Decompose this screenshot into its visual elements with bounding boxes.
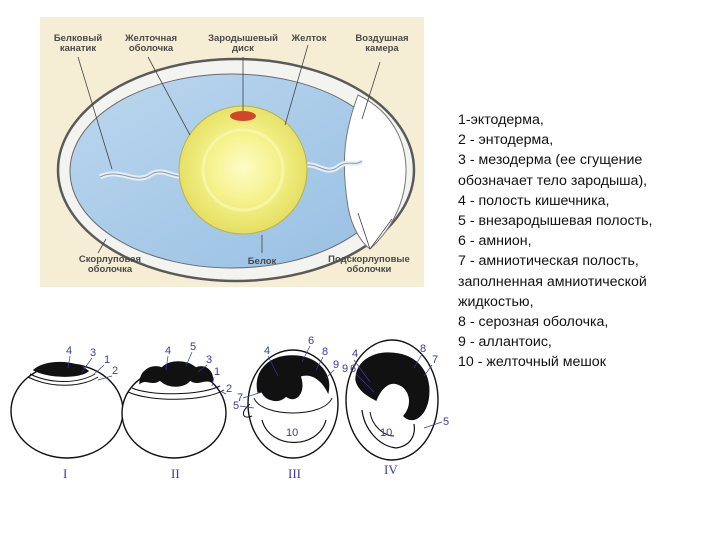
stage-2-label: 3 (206, 354, 212, 366)
stage-2-label: 4 (165, 345, 171, 357)
legend-line: 5 - внезародышевая полость, (458, 213, 653, 230)
stage-4 (345, 339, 439, 461)
stage-2-label: 5 (190, 341, 196, 353)
stage-2-label: 1 (214, 366, 220, 378)
stage-3-label: 7 (237, 392, 243, 404)
stage-3-numeral: III (288, 466, 301, 481)
stage-4-label: 7 (432, 354, 438, 366)
embryo-stages: 4 3 1 2 4 5 3 1 2 6 4 8 9 7 5 10 4 9 6 8… (10, 335, 449, 481)
stage-4-label: 4 (352, 348, 358, 360)
stage-1-label: 3 (90, 347, 96, 359)
stage-2-numeral: II (171, 466, 180, 481)
stage-2 (121, 361, 227, 459)
label-yolk: Желток (291, 33, 327, 44)
stage-4-numeral: IV (384, 462, 398, 477)
stage-1-label: 2 (112, 365, 118, 377)
legend-line: 6 - амнион, (458, 233, 532, 250)
stage-3-label: 8 (322, 346, 328, 358)
stage-4-label: 10 (380, 427, 392, 439)
stage-3-label: 6 (308, 335, 314, 347)
label-albumen: Белок (247, 256, 277, 267)
legend-line: 4 - полость кишечника, (458, 192, 610, 209)
pointer-lines (77, 44, 393, 254)
legend-line: обозначает тело зародыша), (458, 172, 648, 189)
stage-pointer-lines (67, 345, 443, 429)
egg-illustration (56, 44, 416, 283)
legend-line: 8 - серозная оболочка, (458, 314, 609, 331)
stage-1-label: 1 (104, 354, 110, 366)
stage-3-label: 5 (233, 400, 239, 412)
legend: 1-эктодерма, 2 - энтодерма, 3 - мезодерм… (458, 110, 716, 373)
legend-line: 3 - мезодерма (ее сгущение (458, 152, 643, 169)
stage-3-label: 10 (286, 427, 298, 439)
stage-4-label: 9 (342, 363, 348, 375)
legend-line: 7 - амниотическая полость, (458, 253, 639, 270)
yolk (178, 105, 308, 235)
legend-line: 2 - энтодерма, (458, 132, 554, 149)
stage-1-numeral: I (63, 466, 67, 481)
legend-line: 10 - желточный мешок (458, 354, 606, 371)
stage-1-label: 4 (66, 345, 72, 357)
germinal-disc (230, 111, 256, 121)
stage-3 (243, 349, 339, 459)
stage-4-label: 8 (420, 343, 426, 355)
stage-3-label: 4 (264, 345, 270, 357)
legend-line: 1-эктодерма, (458, 112, 544, 128)
air-cell (343, 94, 407, 250)
stage-2-label: 2 (226, 383, 232, 395)
stage-4-label: 6 (350, 363, 356, 375)
legend-line: заполненная амниотической (458, 273, 647, 290)
stage-4-label: 5 (443, 416, 449, 428)
stage-3-label: 9 (333, 359, 339, 371)
stage-1 (10, 361, 124, 459)
legend-line: жидкостью, (458, 293, 534, 310)
legend-line: 9 - аллантоис, (458, 334, 552, 351)
